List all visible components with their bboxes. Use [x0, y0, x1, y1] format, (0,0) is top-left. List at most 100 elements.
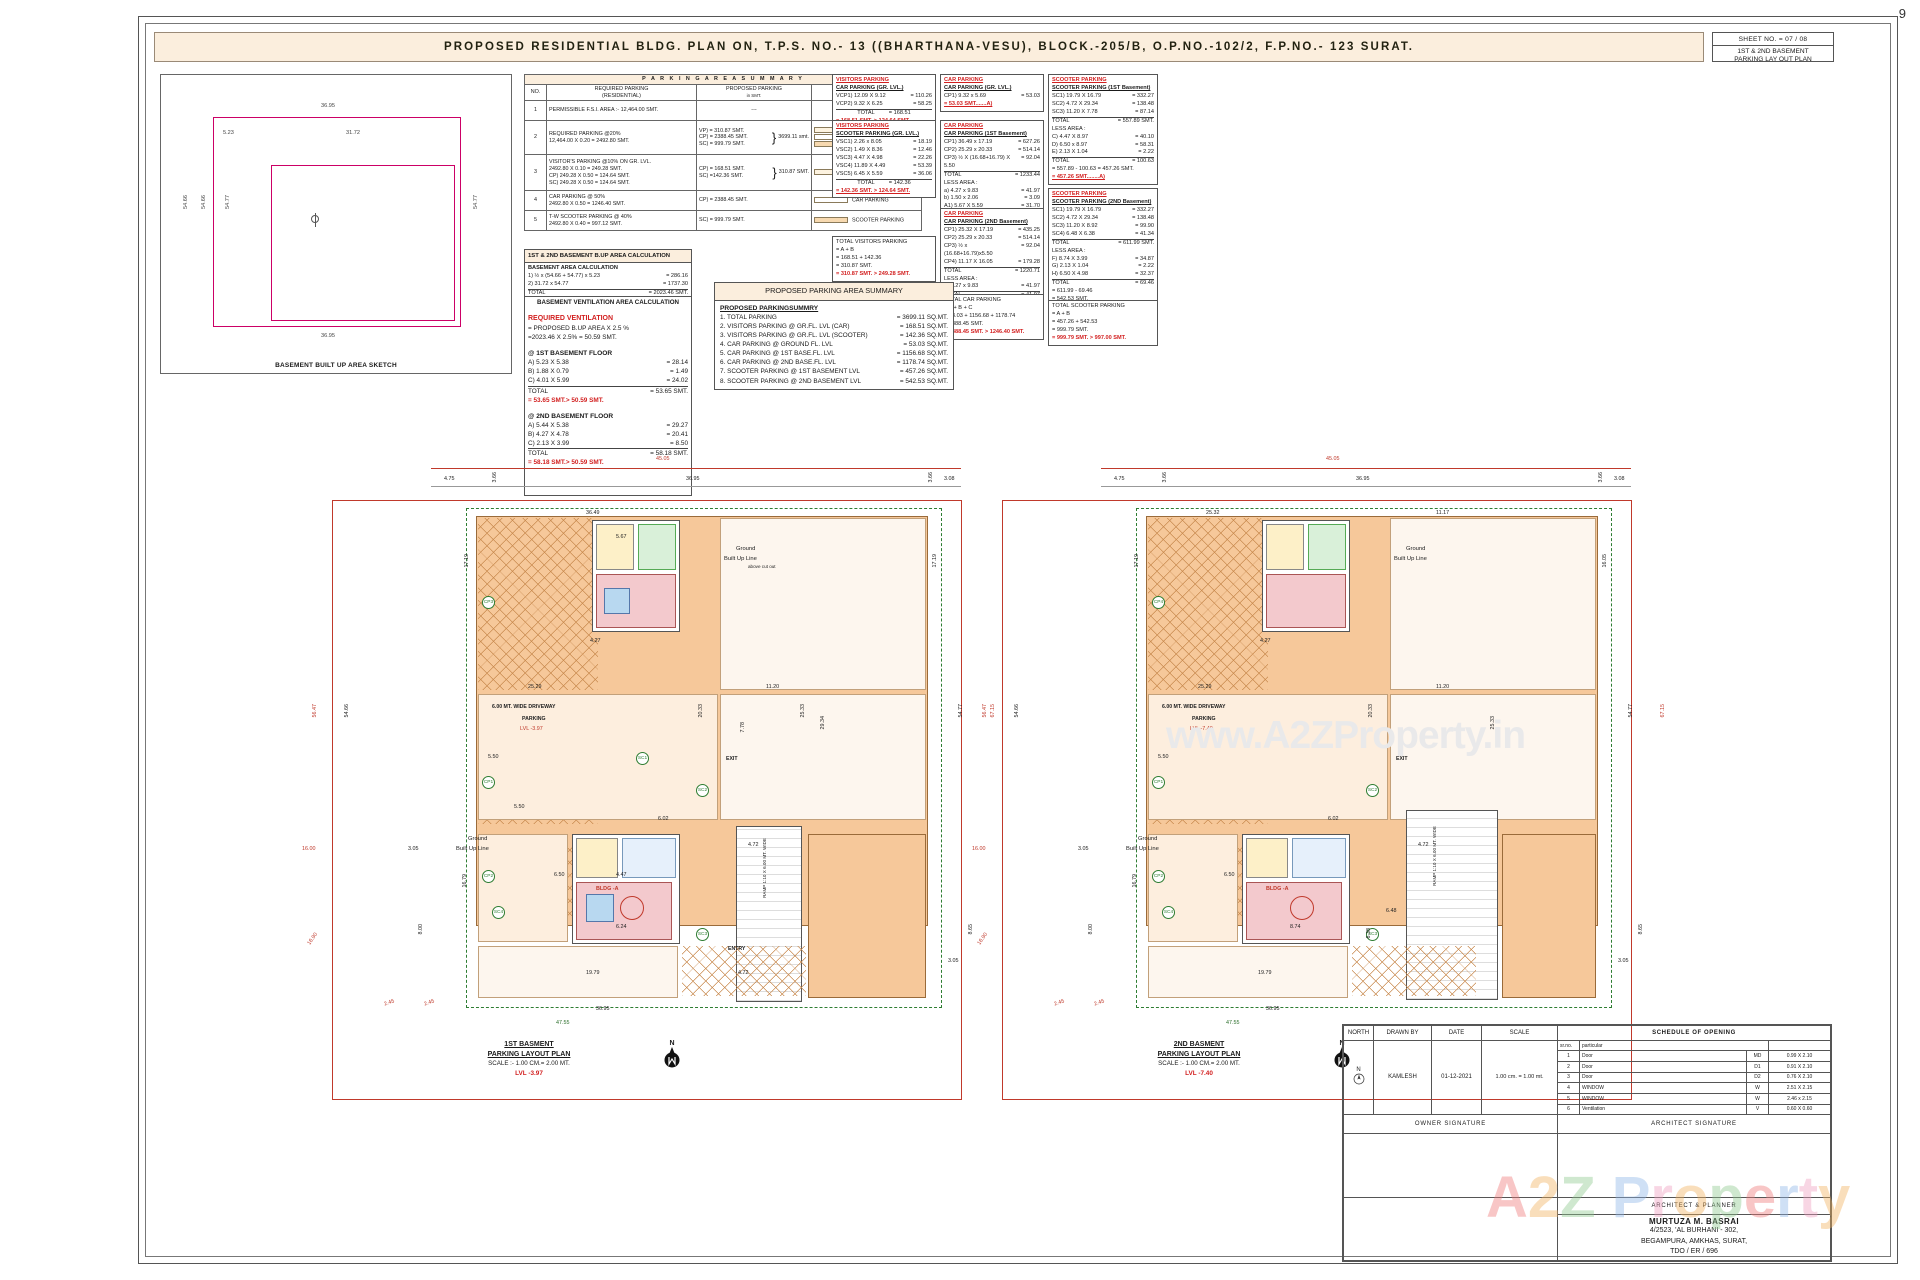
entry-label: ENTRY: [728, 946, 746, 952]
builtup-line-value: = 2023.46 SMT.: [648, 290, 688, 297]
table-row-proposed: SC) = 999.79 SMT.: [696, 210, 812, 232]
cp-line-label: CP2) 25.29 x 20.33: [944, 146, 993, 153]
sketch-dim-top-right: 31.72: [346, 130, 360, 136]
cp-line-value: = 92.04: [1021, 154, 1040, 161]
less-label: E) 2.13 X 1.04: [1052, 149, 1088, 156]
total-visitors-panel: TOTAL VISITORS PARKING = A + B = 168.51 …: [832, 236, 936, 282]
total-visitors-line: = 310.87 SMT.: [836, 262, 873, 269]
plan-caption-line2: PARKING LAYOUT PLAN: [487, 1051, 571, 1059]
vsc-total-value: = 142.36: [888, 179, 911, 186]
sketch-dim-right-b: 54.77: [473, 195, 479, 209]
schedule-row-particular: Door: [1579, 1050, 1747, 1063]
sketch-caption: BASEMENT BUILT UP AREA SKETCH: [275, 362, 397, 369]
schedule-row-size: 0.76 X 2.10: [1768, 1071, 1831, 1084]
b2-line-label: A) 5.44 X 5.38: [528, 422, 569, 430]
schedule-row-code: D1: [1746, 1061, 1769, 1073]
inner-top-dim2-r: 11.17: [1436, 510, 1450, 516]
sc-total-value: = 557.89 SMT.: [1117, 117, 1154, 124]
ground-builtup-label1-r: Ground: [1406, 546, 1426, 552]
total-scooter-title: TOTAL SCOOTER PARKING: [1052, 303, 1125, 309]
less-label: b) 1.50 x 2.06: [944, 195, 979, 202]
owner-signature-label: OWNER SIGNATURE: [1343, 1114, 1558, 1135]
north-cell: N: [1343, 1039, 1374, 1116]
dim-right-17-19: 17.19: [932, 554, 938, 568]
b2-line-label: C) 2.13 X 3.99: [528, 440, 570, 448]
plan-dim-top-total-r: 45.05: [1326, 456, 1340, 462]
vsc-line-label: VSC2) 1.49 X 8.36: [836, 146, 883, 153]
car-b2-less-title: LESS AREA :: [944, 275, 978, 282]
plan-1st-basement: 45.05 4.75 3.66 36.95 3.66 3.08: [296, 454, 1116, 1254]
plan-dim-t1-r: 4.75: [1114, 476, 1125, 482]
table-row-required: T-W SCOOTER PARKING @ 40%2492.80 X 0.40 …: [546, 210, 697, 232]
exit-label-r: EXIT: [1396, 756, 1408, 762]
pas-cp-line: CP) = 168.51 SMT.: [699, 166, 745, 172]
schedule-row-code: MD: [1746, 1050, 1769, 1063]
schedule-row-srno: 6: [1557, 1103, 1580, 1116]
tag-cp3-r: CP4: [1152, 596, 1165, 609]
less-label: H) 6.50 X 4.98: [1052, 271, 1089, 278]
pps-row-label: 8. SCOOTER PARKING @ 2ND BASEMENT LVL: [720, 377, 862, 385]
car-gr-result: = 53.03 SMT.......A): [944, 100, 993, 107]
page-title: PROPOSED RESIDENTIAL BLDG. PLAN ON, T.P.…: [443, 41, 1415, 53]
plan-caption-line2-r: PARKING LAYOUT PLAN: [1157, 1051, 1241, 1059]
level-label-r: LVL -7.40: [1190, 726, 1213, 732]
pps-row-value: = 457.26 SQ.MT.: [899, 368, 948, 376]
plan-caption-line3-r: SCALE :- 1.00 CM.= 2.00 MT.: [1158, 1060, 1240, 1068]
dim-16-00-r: 16.00: [972, 846, 986, 852]
visitors-scooter-sub: SCOOTER PARKING (GR. LVL.): [836, 130, 920, 137]
scooter-b1-result: = 457.26 SMT........A): [1052, 174, 1106, 181]
cp-line-value: = 92.04: [1021, 242, 1040, 249]
pps-row-label: 3. VISITORS PARKING @ GR.FL. LVL (SCOOTE…: [720, 332, 868, 340]
dim-56-47: 56.47: [312, 704, 318, 718]
b1-line-label: B) 1.88 X 0.79: [528, 368, 569, 376]
scooter-b1-panel: SCOOTER PARKING SCOOTER PARKING (1ST Bas…: [1048, 74, 1158, 186]
ground-builtup-zone-r: [1390, 518, 1596, 690]
less-total-label: TOTAL: [1052, 280, 1070, 287]
dim-25-29-r: 25.29: [1198, 684, 1212, 690]
less-label: C) 4.47 X 8.97: [1052, 133, 1089, 140]
plan-dim-t4: 3.66: [928, 472, 934, 483]
builtup-line-label: TOTAL: [528, 290, 546, 297]
less-value: = 3.09: [1024, 195, 1040, 202]
dim-3-05-r: 3.05: [1078, 846, 1089, 852]
cp-line-label: CP1) 9.32 x 5.69: [944, 92, 986, 99]
scooter-b2-tag: SCOOTER PARKING: [1052, 191, 1107, 197]
sketch-dim-top: 36.95: [321, 103, 335, 109]
pas-col-required: REQUIRED PARKING(RESIDENTIAL): [546, 83, 697, 102]
dim-8-00-r: 8.00: [1088, 924, 1094, 935]
page-number: 9: [1898, 6, 1906, 21]
less-total-value: = 69.46: [1135, 280, 1154, 287]
less-value: = 41.97: [1021, 187, 1040, 194]
sheet-number: SHEET NO. = 07 / 08: [1713, 33, 1833, 46]
sc-line-label: SC2) 4.72 X 29.34: [1052, 214, 1099, 221]
b1-line-label: C) 4.01 X 5.99: [528, 377, 570, 385]
sc-line-value: = 87.14: [1135, 108, 1154, 115]
vcp-total-value: = 168.51: [888, 109, 911, 116]
scooter-bay-hatch-d: [682, 946, 806, 996]
scooter-b2-calc: = 611.99 - 69.46: [1052, 288, 1093, 295]
pps-band-title: PROPOSED PARKING AREA SUMMARY: [715, 283, 953, 301]
tag-sc4: SC4: [492, 906, 505, 919]
scooter-b2-panel: SCOOTER PARKING SCOOTER PARKING (2ND Bas…: [1048, 188, 1158, 316]
sc-line-label: SC2) 4.72 X 29.34: [1052, 100, 1099, 107]
dim-11-20: 11.20: [766, 684, 780, 690]
dim-16-79-r: 16.79: [1132, 874, 1138, 888]
cp-line-label: CP1) 36.49 x 17.19: [944, 138, 993, 145]
pps-row-label: 6. CAR PARKING @ 2ND BASE.FL. LVL: [720, 359, 836, 367]
table-row-no: 1: [524, 100, 547, 122]
pps-row-label: 4. CAR PARKING @ GROUND FL. LVL: [720, 341, 833, 349]
table-row-required: CAR PARKING @ 50%2492.80 X 0.50 = 1246.4…: [546, 190, 697, 212]
dim-54-77-r: 54.77: [1628, 704, 1634, 718]
owner-signature-area[interactable]: [1343, 1133, 1558, 1198]
lift-lower: [622, 838, 676, 878]
table-row-required: REQUIRED PARKING @20%12,464.00 X 0.20 = …: [546, 120, 697, 156]
dim-5-50-r: 5.50: [1158, 754, 1169, 760]
dim-5-50: 5.50: [514, 804, 525, 810]
architect-signature-area[interactable]: [1557, 1133, 1831, 1198]
dim-4-47: 4.47: [616, 872, 627, 878]
sc-total-value: = 611.99 SMT.: [1118, 239, 1154, 246]
tag-sc3: SC3: [696, 928, 709, 941]
basement-builtup-sketch: 36.95 5.23 31.72 54.66 54.66 54.77 54.77…: [160, 74, 512, 374]
dim-36-95: 36.95: [596, 1006, 610, 1012]
less-label: F) 8.74 X 3.99: [1052, 255, 1088, 262]
